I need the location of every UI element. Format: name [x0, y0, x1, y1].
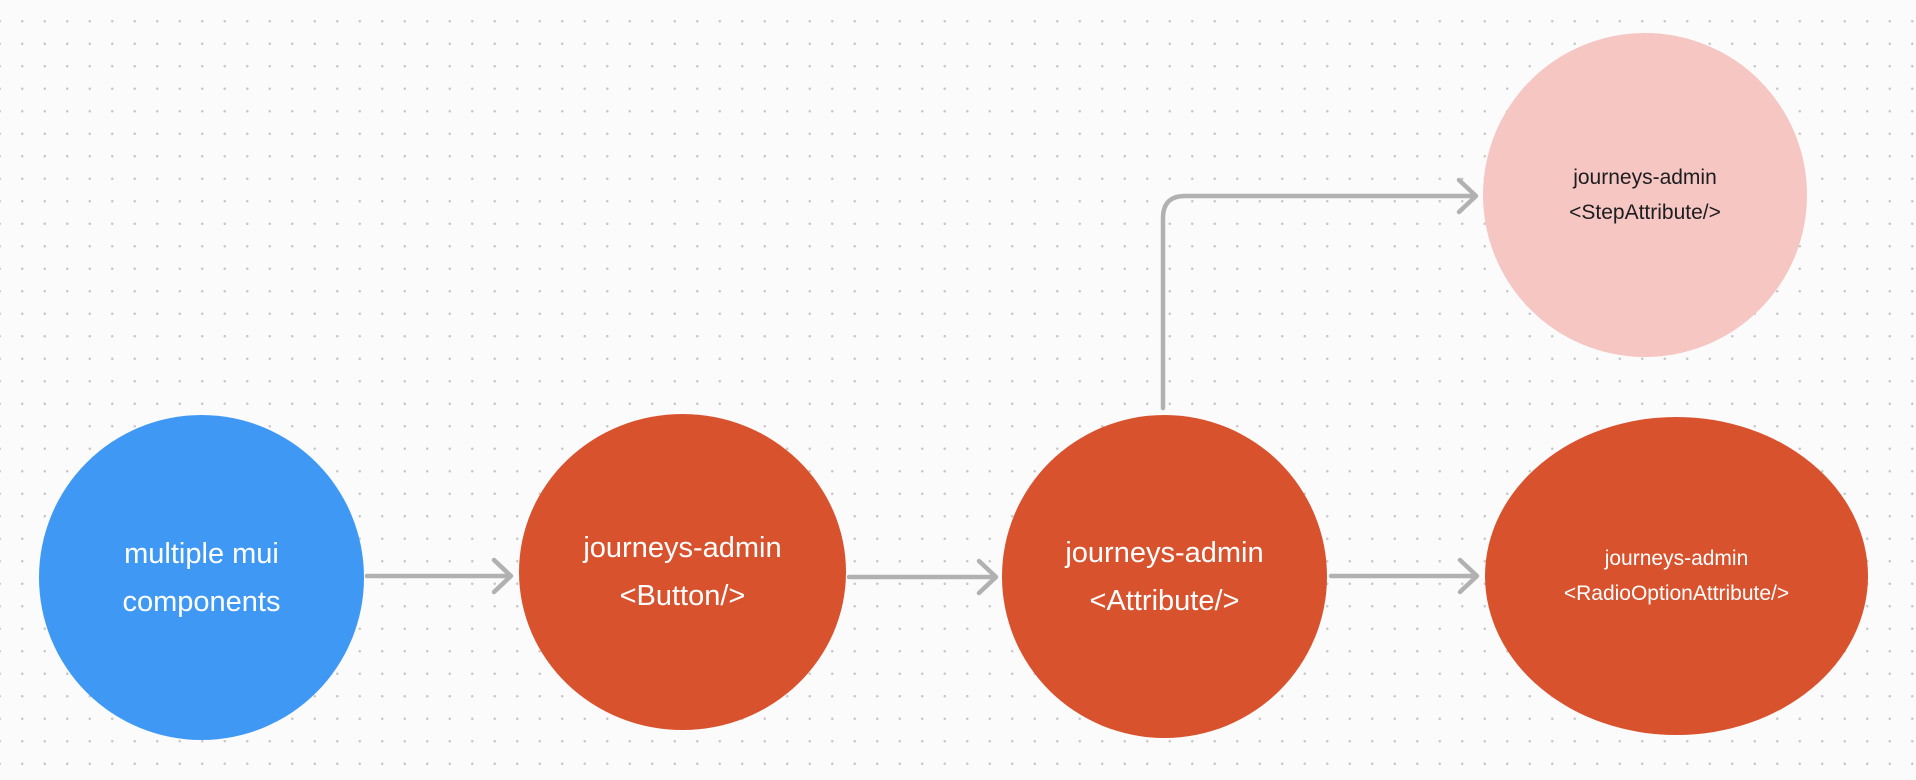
edge-button-to-attribute[interactable] — [846, 558, 999, 596]
node-label: journeys-admin<Button/> — [583, 532, 782, 612]
node-journeys-admin-radio-option-attribute[interactable]: journeys-admin<RadioOptionAttribute/> — [1485, 417, 1868, 735]
edge-attribute-to-radio-option-attribute[interactable] — [1328, 557, 1480, 595]
node-label: journeys-admin<StepAttribute/> — [1569, 166, 1721, 224]
edge-attribute-to-step-attribute[interactable] — [1160, 177, 1479, 411]
edge-multiple-mui-to-button[interactable] — [364, 557, 514, 595]
node-journeys-admin-attribute[interactable]: journeys-admin<Attribute/> — [1002, 415, 1327, 738]
node-journeys-admin-button[interactable]: journeys-admin<Button/> — [519, 414, 846, 730]
node-label: journeys-admin<RadioOptionAttribute/> — [1563, 547, 1790, 605]
node-label: journeys-admin<Attribute/> — [1065, 536, 1264, 617]
node-journeys-admin-step-attribute[interactable]: journeys-admin<StepAttribute/> — [1483, 33, 1807, 357]
